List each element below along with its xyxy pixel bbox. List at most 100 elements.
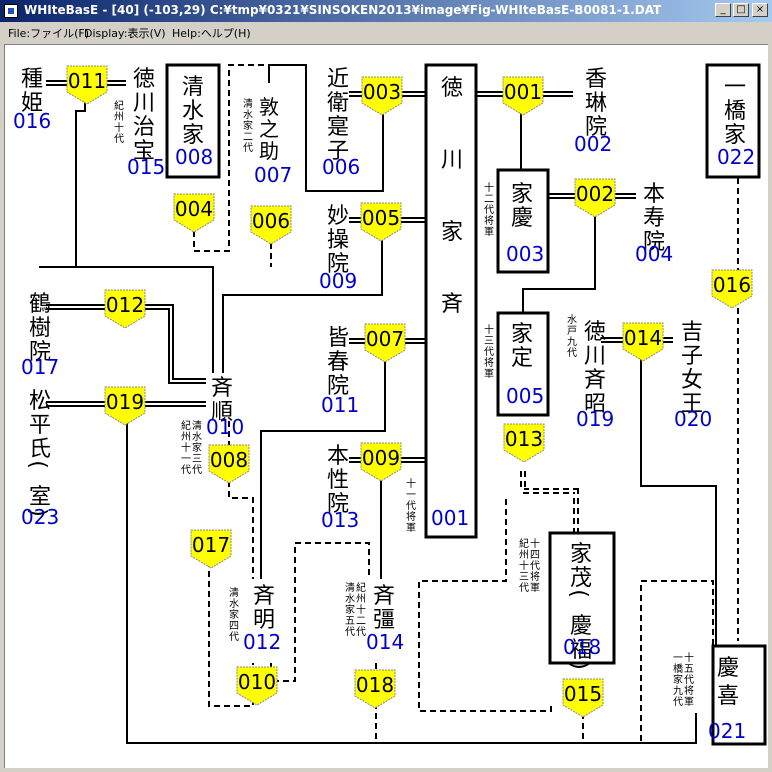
person-id: 007 <box>254 163 292 187</box>
badge-label: 006 <box>252 209 290 233</box>
person-note-char: 代 <box>243 142 253 154</box>
person-name-char: 水 <box>182 99 204 124</box>
badge-shape <box>104 386 146 426</box>
person-note-char: 軍 <box>684 696 694 708</box>
maximize-button[interactable]: □ <box>733 3 749 17</box>
person-name-char: 種 <box>21 67 43 92</box>
badge-shape <box>503 423 545 463</box>
person-note-char: 九 <box>673 685 683 697</box>
person-note-char: 代 <box>229 631 239 643</box>
badge-label: 019 <box>106 390 144 414</box>
person-id: 001 <box>431 506 469 530</box>
menu-file[interactable]: File:ファイル(F) <box>8 27 90 40</box>
person-note-char: 代 <box>192 464 202 476</box>
person-note-char: 州 <box>181 431 191 443</box>
badge-shape <box>250 205 292 245</box>
person-box-022 <box>705 63 761 179</box>
person-id: 012 <box>243 630 281 654</box>
person-note-char: 家 <box>345 603 355 616</box>
person-name-char: 徳 <box>584 320 606 345</box>
badge-shape <box>574 178 616 218</box>
badge-label: 010 <box>238 670 276 694</box>
person-id: 005 <box>506 384 544 408</box>
person-name-char: 室 <box>29 485 51 510</box>
person-name-char: 慶 <box>570 614 592 639</box>
person-id: 002 <box>574 132 612 156</box>
menu-display[interactable]: Display:表示(V) <box>84 27 166 40</box>
person-note-char: 紀 <box>181 419 191 432</box>
person-note-char: 軍 <box>530 582 540 594</box>
person-id: 022 <box>717 145 755 169</box>
person-note-char: 水 <box>345 593 355 605</box>
person-id: 008 <box>175 145 213 169</box>
person-id: 003 <box>506 242 544 266</box>
person-note-char: 将 <box>484 357 494 369</box>
close-button[interactable]: × <box>752 3 768 17</box>
badge-label: 013 <box>505 427 543 451</box>
person-note-char: 三 <box>519 572 529 583</box>
badge-label: 014 <box>624 326 662 350</box>
badge-shape <box>502 76 544 116</box>
menu-help[interactable]: Help:ヘルプ(H) <box>172 27 251 40</box>
badge-label: 008 <box>210 448 248 472</box>
badge-016: 016 <box>711 269 753 309</box>
person-name-char: 治 <box>133 115 155 140</box>
person-id: 011 <box>321 393 359 417</box>
person-name-char: 近 <box>327 67 349 92</box>
person-note-char: 州 <box>356 593 366 605</box>
person-note-char: 代 <box>114 133 124 145</box>
menu-bar: File:ファイル(F) Display:表示(V) Help:ヘルプ(H) <box>0 22 772 42</box>
badge-011: 011 <box>66 65 108 105</box>
person-name-char: 茂 <box>570 566 592 591</box>
person-id: 016 <box>13 109 51 133</box>
person-note-char: 水 <box>567 314 577 326</box>
minimize-button[interactable]: _ <box>715 3 731 17</box>
person-name-char: 院 <box>327 374 349 399</box>
person-note-char: 五 <box>684 664 694 675</box>
person-note-char: 橋 <box>673 662 683 675</box>
person-name-char: 家 <box>511 182 533 207</box>
person-name-char: 斉 <box>441 292 463 317</box>
person-name-char: 宝 <box>133 139 155 164</box>
person-note-char: 代 <box>484 346 494 358</box>
person-name-char: 川 <box>133 91 155 116</box>
person-id: 006 <box>322 155 360 179</box>
person-name-char: 院 <box>327 492 349 517</box>
badge-018: 018 <box>354 669 396 709</box>
person-note-char: 将 <box>684 685 694 697</box>
person-name-char: 助 <box>259 139 279 163</box>
window-title: WHIteBasE - [40] (-103,29) C:¥tmp¥0321¥S… <box>24 3 662 17</box>
person-name-char: 昭 <box>584 392 606 417</box>
person-name-char: 平 <box>29 413 51 438</box>
person-name-char: ) <box>25 508 50 517</box>
person-name-char: 松 <box>29 389 51 414</box>
badge-002: 002 <box>574 178 616 218</box>
person-name-char: 之 <box>259 117 279 141</box>
person-name-char: 子 <box>327 139 349 164</box>
person-name-char: 院 <box>29 340 51 365</box>
person-box-001 <box>424 63 478 539</box>
badge-label: 005 <box>362 206 400 230</box>
person-note-char: 代 <box>406 500 416 512</box>
person-id: 023 <box>21 505 59 529</box>
person-box-018 <box>548 531 616 665</box>
person-name-char: 樹 <box>29 316 51 341</box>
person-name-char: 慶 <box>717 656 739 681</box>
person-id: 009 <box>319 269 357 293</box>
person-note-char: 四 <box>229 621 239 632</box>
badge-shape <box>360 202 402 242</box>
person-name-char: 衛 <box>327 91 349 116</box>
person-note-char: 紀 <box>519 537 529 550</box>
badge-007: 007 <box>364 323 406 363</box>
person-name-char: 喜 <box>717 684 739 709</box>
person-note-char: 家 <box>192 441 202 454</box>
person-note-char: 十 <box>684 651 694 664</box>
